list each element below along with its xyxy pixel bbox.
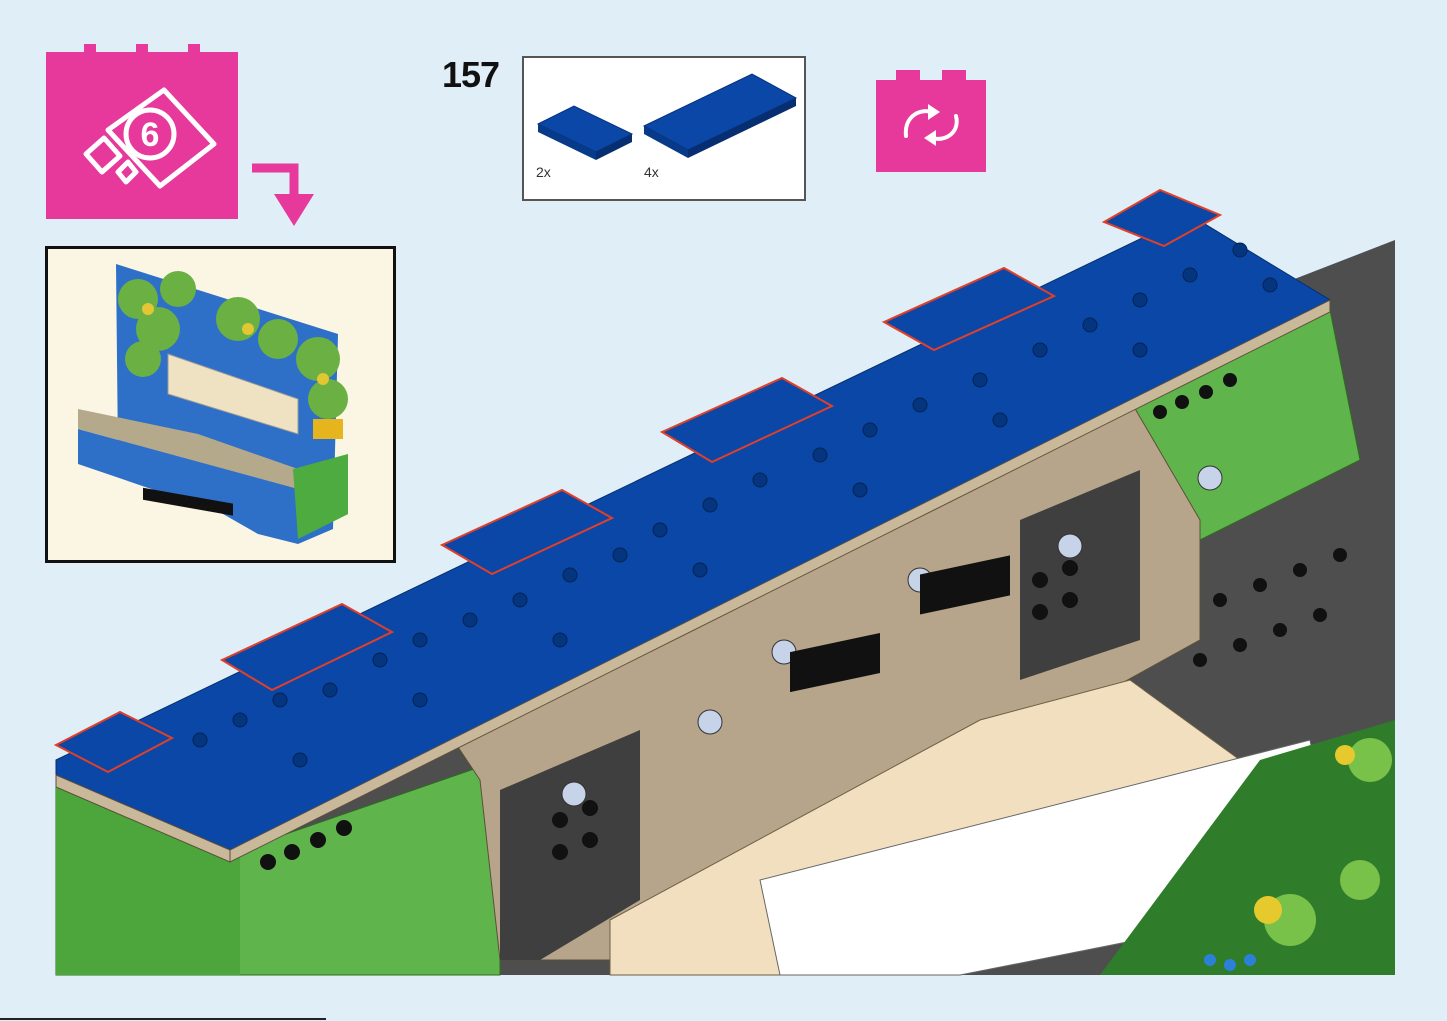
footer-rule <box>0 1018 326 1020</box>
